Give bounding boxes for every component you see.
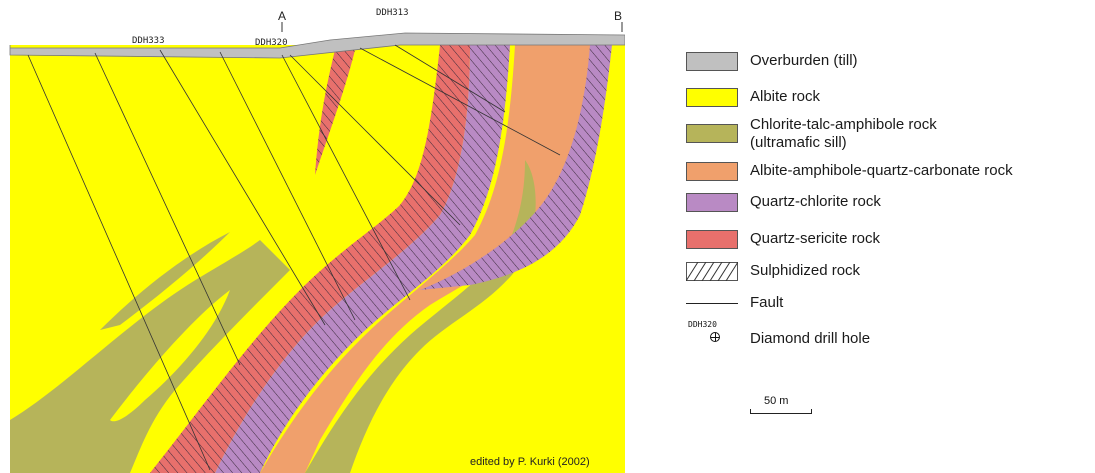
drill-hole-trace xyxy=(359,47,561,156)
scale-bar-tick xyxy=(750,409,751,414)
legend-swatch xyxy=(686,124,738,143)
ultramafic-sill-upper xyxy=(305,160,536,473)
section-point-b: B xyxy=(614,9,622,23)
drill-hole-label-313: DDH313 xyxy=(376,8,409,18)
legend-swatch xyxy=(686,162,738,181)
drill-hole-trace xyxy=(281,54,411,301)
drill-hole-icon xyxy=(710,332,720,342)
legend-label: Albite-amphibole-quartz-carbonate rock xyxy=(750,162,1013,179)
quartz-chlorite-outer-hatch xyxy=(420,45,612,290)
carbonate-rock-band xyxy=(260,45,600,473)
section-point-a: A xyxy=(278,9,286,23)
legend-item-quartz-sericite: Quartz-sericite rock xyxy=(680,228,1090,252)
quartz-chlorite-hatch xyxy=(215,45,510,473)
scale-bar-line xyxy=(750,413,812,414)
quartz-sericite-lens-hatch xyxy=(315,50,355,175)
legend-swatch-hatch xyxy=(686,262,738,281)
scale-bar-label: 50 m xyxy=(764,395,789,407)
legend-label: Quartz-sericite rock xyxy=(750,230,881,247)
drill-hole-trace xyxy=(27,54,211,471)
legend-label: Quartz-chlorite rock xyxy=(750,193,881,210)
drill-hole-trace xyxy=(289,54,461,226)
drill-hole-symbol: DDH320 xyxy=(686,320,738,350)
drill-hole-trace xyxy=(394,44,506,113)
legend-item-chlorite-talc: Chlorite-talc-amphibole rock (ultramafic… xyxy=(680,114,1090,156)
legend-label: Overburden (till) xyxy=(750,52,858,69)
overburden-till xyxy=(9,32,625,59)
fault-line-symbol xyxy=(686,303,738,304)
drill-hole-traces xyxy=(27,44,561,471)
quartz-sericite-hatch xyxy=(150,45,470,473)
legend-label: Fault xyxy=(750,294,784,311)
drill-hole-trace xyxy=(94,52,241,366)
drill-hole-trace xyxy=(219,51,356,321)
legend-label: Sulphidized rock xyxy=(750,262,861,279)
drill-hole-symbol-text: DDH320 xyxy=(688,320,717,329)
legend-item-overburden: Overburden (till) xyxy=(680,50,1090,74)
legend-item-quartz-chlorite: Quartz-chlorite rock xyxy=(680,191,1090,215)
ultramafic-sill-finger xyxy=(100,232,230,330)
legend-label: Albite rock xyxy=(750,88,821,105)
legend-label: Chlorite-talc-amphibole rock xyxy=(750,116,937,133)
legend-item-sulphidized: Sulphidized rock xyxy=(680,260,1090,284)
credit-text: edited by P. Kurki (2002) xyxy=(470,456,590,468)
legend-label: Diamond drill hole xyxy=(750,330,871,347)
legend-swatch xyxy=(686,193,738,212)
albite-inclusion xyxy=(110,290,230,422)
legend-item-carbonate: Albite-amphibole-quartz-carbonate rock xyxy=(680,160,1090,184)
legend-swatch xyxy=(686,88,738,107)
legend: Overburden (till) Albite rock Chlorite-t… xyxy=(680,50,1090,470)
legend-swatch xyxy=(686,230,738,249)
drill-hole-label-333: DDH333 xyxy=(132,36,165,46)
geologic-cross-section: A B DDH333 DDH320 DDH313 edited by P. Ku… xyxy=(9,8,625,473)
legend-item-drill-hole: DDH320 Diamond drill hole xyxy=(680,320,1090,352)
drill-hole-trace xyxy=(159,49,326,326)
scale-bar: 50 m xyxy=(750,395,830,425)
drill-hole-label-320: DDH320 xyxy=(255,38,288,48)
legend-swatch xyxy=(686,52,738,71)
legend-item-fault: Fault xyxy=(680,292,1090,316)
scale-bar-tick xyxy=(811,409,812,414)
legend-label-secondary: (ultramafic sill) xyxy=(750,134,847,151)
legend-item-albite: Albite rock xyxy=(680,86,1090,110)
